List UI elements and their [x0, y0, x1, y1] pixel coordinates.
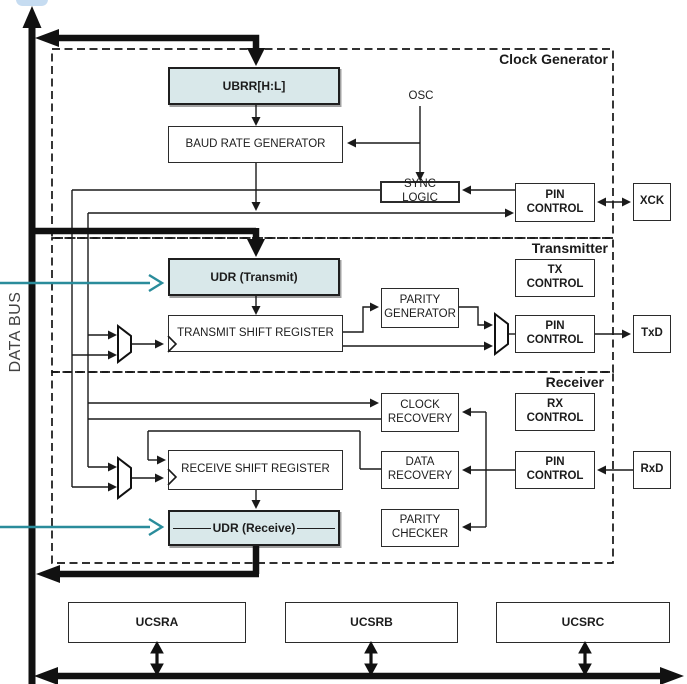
register-bus-arrows — [150, 640, 592, 677]
udr-receive-pointer-arrow — [0, 517, 165, 537]
block-sync-logic: SYNC LOGIC — [380, 178, 460, 204]
block-pin-control-rx: PIN CONTROL — [515, 451, 595, 489]
block-parity-checker: PARITY CHECKER — [381, 509, 459, 547]
block-receive-shift-register: RECEIVE SHIFT REGISTER — [168, 450, 343, 490]
screenshot-crop-artifact — [16, 0, 48, 6]
block-txd: TxD — [633, 315, 671, 353]
block-pin-control-clock: PIN CONTROL — [515, 183, 595, 222]
block-xck: XCK — [633, 183, 671, 221]
block-data-recovery: DATA RECOVERY — [381, 451, 459, 489]
block-baud-rate-generator: BAUD RATE GENERATOR — [168, 126, 343, 163]
tx-output-mux — [494, 311, 509, 357]
udr-receive-label: UDR (Receive) — [210, 520, 298, 536]
block-tx-control: TX CONTROL — [515, 259, 595, 297]
thick-bus-lines — [28, 26, 662, 684]
block-udr-receive: UDR (Receive) — [168, 510, 340, 546]
block-ucsrc: UCSRC — [496, 602, 670, 643]
section-label-transmitter: Transmitter — [531, 240, 608, 256]
block-ucsra: UCSRA — [68, 602, 246, 643]
block-rxd: RxD — [633, 451, 671, 489]
block-ucsrb: UCSRB — [285, 602, 458, 643]
block-udr-transmit: UDR (Transmit) — [168, 258, 340, 296]
tx-input-mux — [117, 323, 132, 365]
block-ubrr: UBRR[H:L] — [168, 67, 340, 105]
data-bus-label: DATA BUS — [7, 291, 24, 373]
section-label-receiver: Receiver — [545, 374, 604, 390]
block-transmit-shift-register: TRANSMIT SHIFT REGISTER — [168, 315, 343, 352]
block-rx-control: RX CONTROL — [515, 393, 595, 431]
block-pin-control-tx: PIN CONTROL — [515, 315, 595, 353]
data-bus-up-arrow — [22, 6, 42, 28]
section-label-clock-generator: Clock Generator — [499, 51, 608, 67]
rx-input-mux — [117, 455, 132, 501]
block-parity-generator: PARITY GENERATOR — [381, 288, 459, 328]
osc-label: OSC — [408, 90, 434, 102]
block-clock-recovery: CLOCK RECOVERY — [381, 393, 459, 432]
